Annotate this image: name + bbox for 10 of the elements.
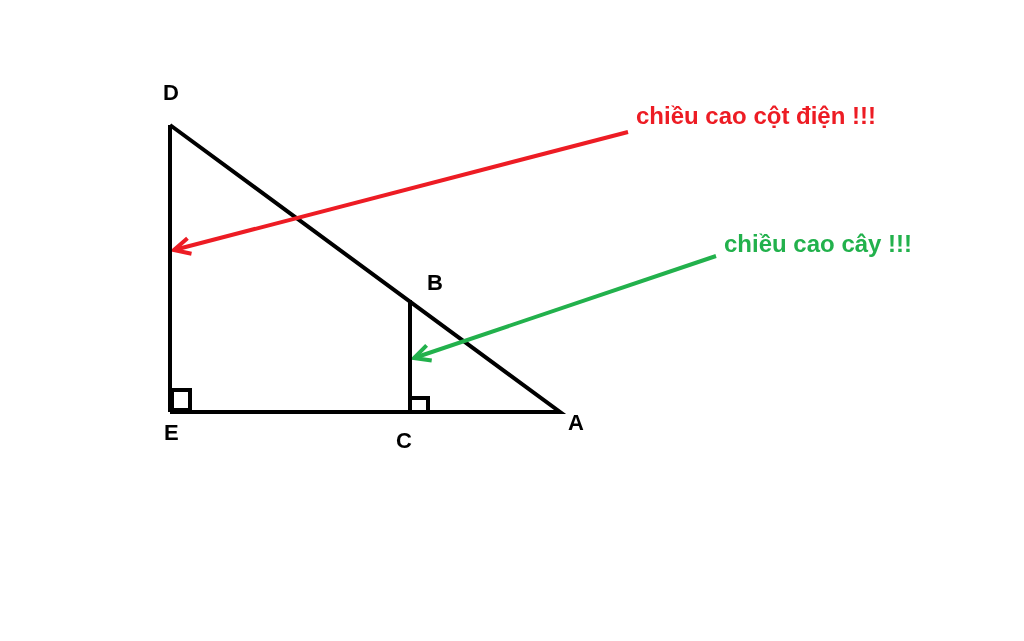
leader-arrow (412, 254, 717, 363)
leader-arrow (172, 130, 629, 256)
point-label: A (568, 410, 584, 436)
point-label: C (396, 428, 412, 454)
line-segment (168, 125, 172, 412)
point-label: E (164, 420, 179, 446)
callout-text: chiều cao cây !!! (724, 230, 913, 258)
point-label: D (163, 80, 179, 106)
point-label: B (427, 270, 443, 296)
callout-text: chiều cao cột điện !!! (636, 102, 877, 130)
